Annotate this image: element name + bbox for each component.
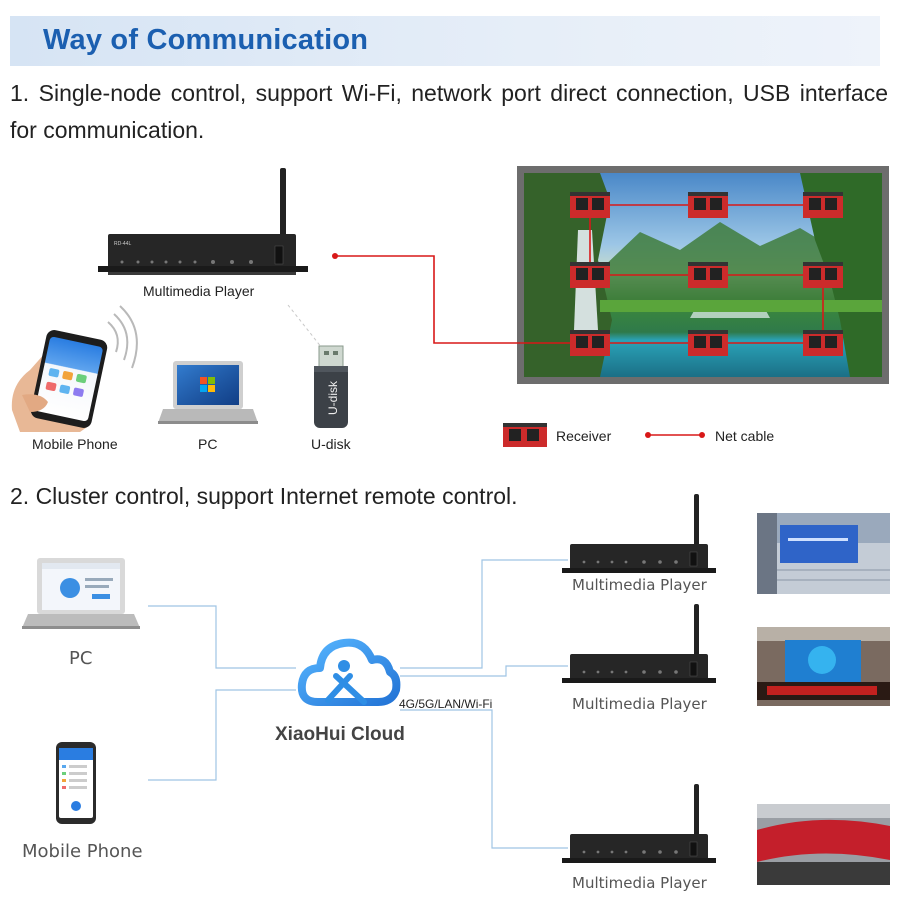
legend-receiver-label: Receiver: [556, 428, 612, 444]
cloud-label: XiaoHui Cloud: [275, 724, 405, 745]
source-label-pc: PC: [69, 648, 93, 669]
usb-label: U-disk: [326, 380, 340, 415]
device-label-mobile: Mobile Phone: [32, 436, 118, 452]
cluster-player-2: [562, 604, 716, 683]
mobile-phone-icon-2: [56, 742, 96, 824]
page-title: Way of Communication: [43, 24, 369, 56]
title-banner: [10, 16, 880, 66]
cluster-player-1: [562, 494, 716, 573]
device-label-pc: PC: [198, 436, 218, 452]
led-photo-2: [757, 627, 890, 706]
network-label: 4G/5G/LAN/Wi-Fi: [399, 697, 493, 711]
cluster-player-label-3: Multimedia Player: [572, 874, 707, 892]
receiver-cards: [570, 192, 843, 356]
player-label: Multimedia Player: [143, 283, 255, 299]
legend-cable-label: Net cable: [715, 428, 775, 444]
cluster-player-3: [562, 784, 716, 863]
led-photo-3: [757, 804, 890, 885]
svg-text:RD-44L: RD-44L: [114, 241, 131, 247]
source-label-mobile: Mobile Phone: [22, 841, 143, 862]
legend-cable-icon: [645, 432, 705, 438]
section2-description: 2. Cluster control, support Internet rem…: [10, 483, 518, 509]
pc-laptop-icon: [158, 361, 258, 424]
mobile-phone-hand-icon: [11, 305, 138, 432]
cluster-connector-lines: [148, 559, 568, 849]
section1-description: 1. Single-node control, support Wi-Fi, n…: [10, 80, 888, 143]
multimedia-player-device: [108, 234, 296, 268]
cluster-player-label-1: Multimedia Player: [572, 576, 707, 594]
legend-receiver-icon: [503, 423, 547, 447]
device-label-usb: U-disk: [311, 436, 351, 452]
usb-drive: U-disk: [314, 345, 348, 428]
antenna: [280, 168, 286, 236]
led-photo-1: [757, 513, 890, 594]
pc-laptop-icon-2: [22, 558, 140, 629]
cluster-player-label-2: Multimedia Player: [572, 695, 707, 713]
xiaohui-cloud-icon: [297, 638, 401, 706]
